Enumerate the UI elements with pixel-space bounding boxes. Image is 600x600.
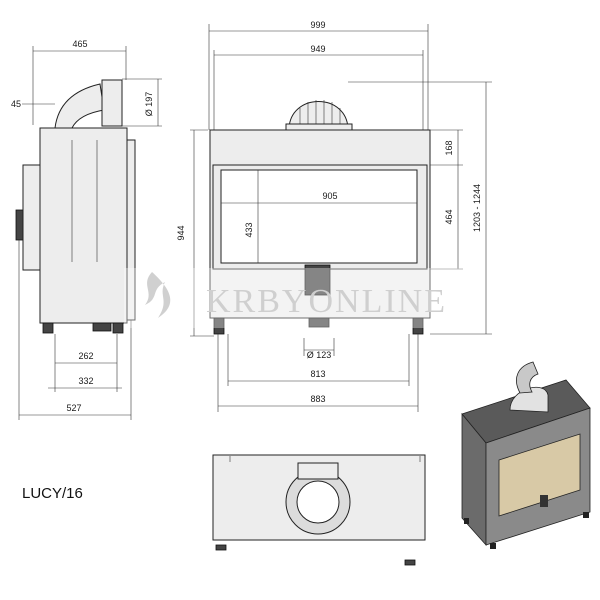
dim-front-glass-width: 905: [322, 191, 337, 201]
watermark-band: [124, 268, 480, 328]
iso-damper: [540, 495, 548, 507]
top-leg-left: [215, 544, 227, 551]
front-air-damper: [304, 264, 331, 296]
side-air-inlet: [92, 322, 112, 332]
watermark-text: KRBYONLINE: [206, 283, 447, 320]
side-leg-front: [42, 322, 54, 334]
side-leg-rear: [112, 322, 124, 334]
iso-leg-3: [464, 518, 469, 524]
top-view: [212, 454, 426, 566]
iso-leg-1: [490, 543, 496, 549]
dim-front-leg-outer: 883: [310, 394, 325, 404]
top-flue-opening: [296, 480, 340, 524]
dim-front-width-body: 949: [310, 44, 325, 54]
dim-side-leg-outer: 332: [78, 376, 93, 386]
front-view: 999 949 905 433 944: [176, 20, 492, 412]
side-view: 465 45 Ø 197 262 332 527: [11, 39, 162, 420]
iso-flue-dome: [509, 386, 549, 413]
isometric-view: [461, 361, 591, 549]
iso-leg-2: [583, 512, 589, 518]
top-leg-right: [404, 559, 416, 566]
dim-front-leg-inner: 813: [310, 369, 325, 379]
side-body: [39, 127, 128, 324]
dim-front-height-body: 944: [176, 225, 186, 240]
watermark-flame-icon: [145, 272, 171, 318]
model-label: LUCY/16: [22, 485, 83, 502]
iso-flue-pipe: [516, 361, 539, 394]
top-flue-neck: [297, 462, 339, 480]
dim-side-flue-dia: Ø 197: [144, 92, 154, 117]
iso-firebox: [498, 433, 581, 517]
dim-front-glass-height: 433: [244, 222, 254, 237]
front-leg-left: [213, 317, 225, 335]
side-handle: [15, 209, 24, 241]
side-flue-elbow: [54, 83, 105, 129]
front-glass: [220, 169, 418, 264]
front-air-inlet: [308, 317, 330, 328]
dim-front-top-gap: 168: [444, 140, 454, 155]
dim-front-width-total: 999: [310, 20, 325, 30]
side-door-edge: [22, 164, 41, 271]
dim-front-height-range: 1203 - 1244: [472, 184, 482, 232]
side-flue-collar: [101, 79, 123, 127]
dim-front-air-dia: Ø 123: [307, 350, 332, 360]
dim-side-offset: 45: [11, 99, 21, 109]
dim-side-leg-inner: 262: [78, 351, 93, 361]
dim-side-depth-top: 465: [72, 39, 87, 49]
dim-side-depth-total: 527: [66, 403, 81, 413]
dim-front-door-height: 464: [444, 209, 454, 224]
